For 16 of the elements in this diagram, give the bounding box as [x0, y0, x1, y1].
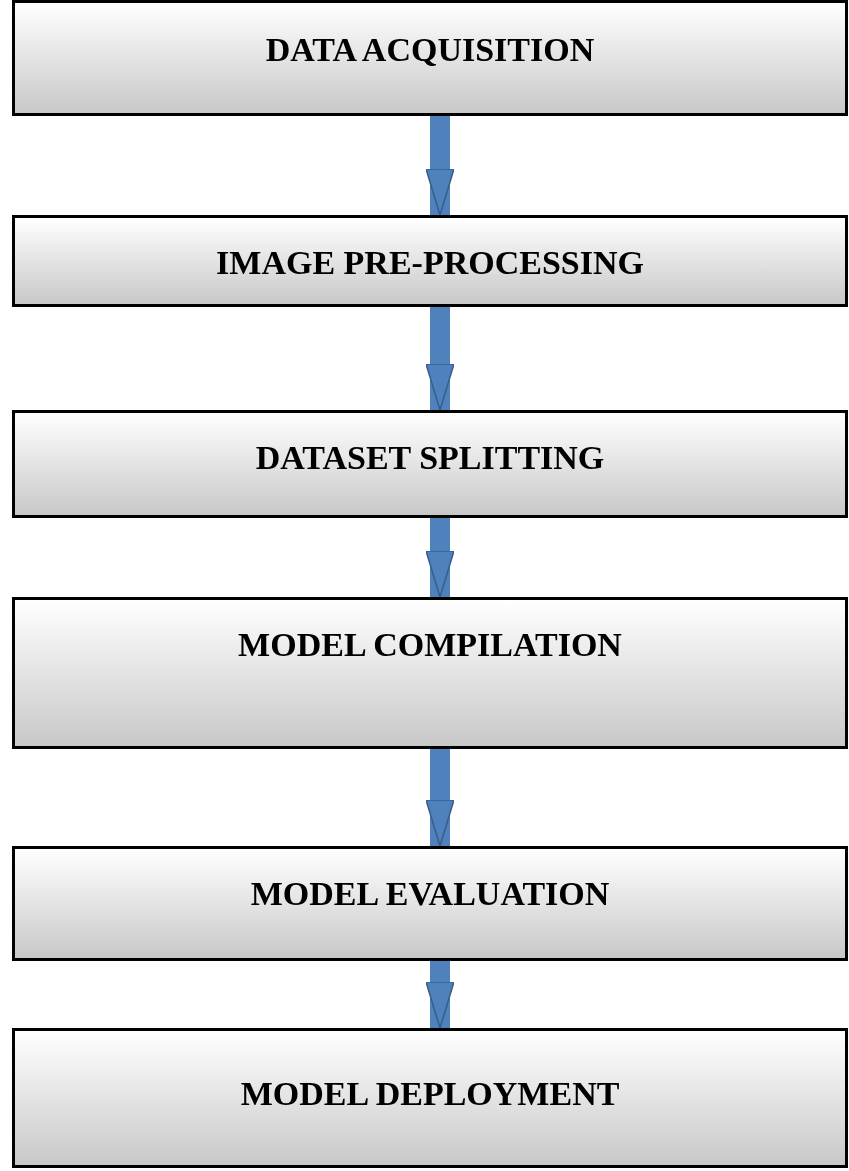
process-box	[12, 1028, 848, 1168]
process-box	[12, 0, 848, 116]
arrow	[425, 307, 455, 411]
arrow	[425, 116, 455, 216]
arrow	[425, 518, 455, 598]
process-box	[12, 597, 848, 749]
step-label: DATASET SPLITTING	[254, 439, 606, 477]
process-box	[12, 846, 848, 961]
step-label: IMAGE PRE-PROCESSING	[215, 244, 645, 282]
process-box	[12, 410, 848, 518]
step-label: DATA ACQUISITION	[264, 31, 596, 69]
step-label: MODEL EVALUATION	[249, 875, 611, 913]
step-label: MODEL COMPILATION	[237, 626, 623, 664]
process-box	[12, 215, 848, 307]
step-label: MODEL DEPLOYMENT	[239, 1075, 621, 1113]
arrow	[425, 749, 455, 847]
